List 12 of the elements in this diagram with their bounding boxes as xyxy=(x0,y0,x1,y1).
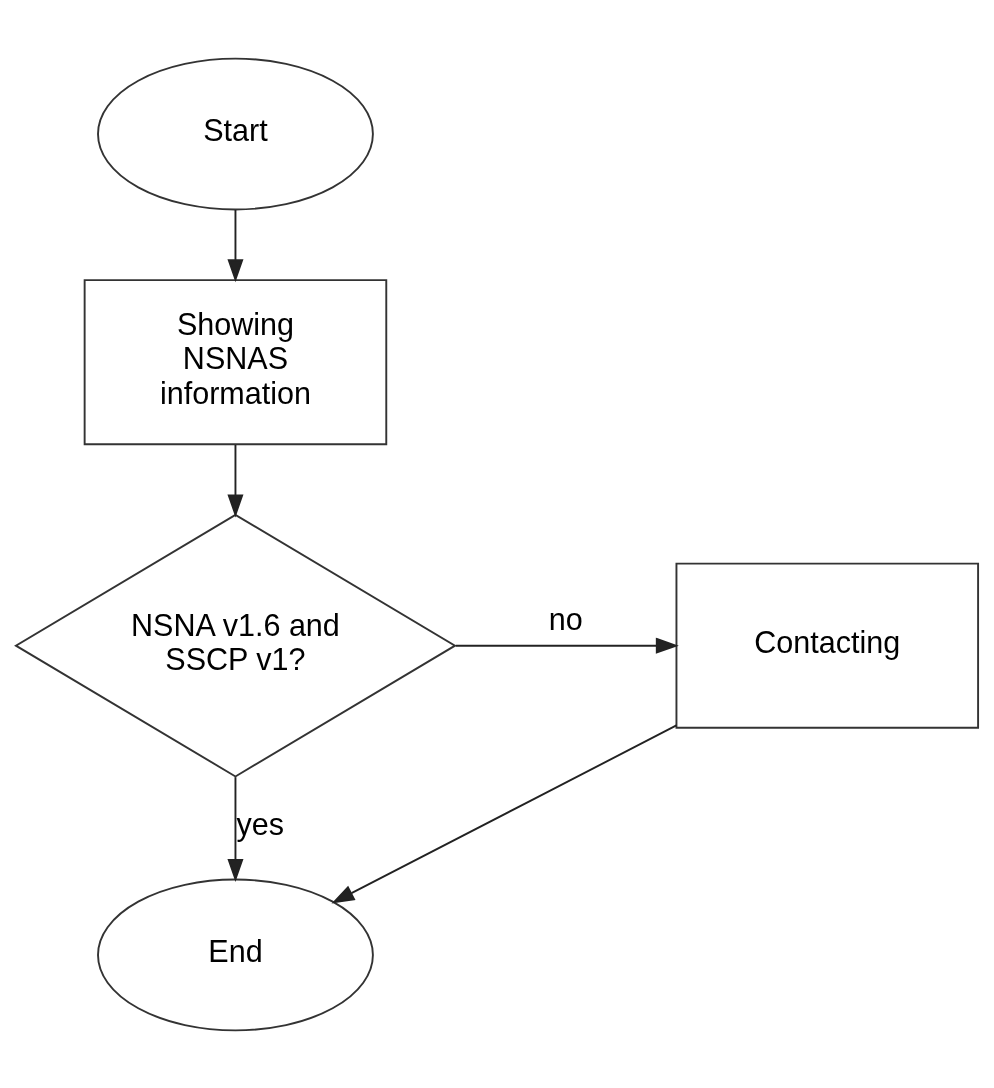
node-box: Showing NSNAS information xyxy=(83,278,388,445)
edge-label: yes xyxy=(236,806,285,841)
node-diamond: NSNA v1.6 and SSCP v1? xyxy=(14,513,457,778)
arrow xyxy=(454,637,679,654)
arrow xyxy=(227,775,244,882)
node-box: Contacting xyxy=(675,562,980,729)
arrow xyxy=(331,724,678,903)
arrow xyxy=(227,208,244,282)
node-ellipse: End xyxy=(97,878,374,1031)
arrow xyxy=(227,443,244,517)
edge-label: no xyxy=(548,601,583,636)
node-ellipse: Start xyxy=(97,57,374,210)
